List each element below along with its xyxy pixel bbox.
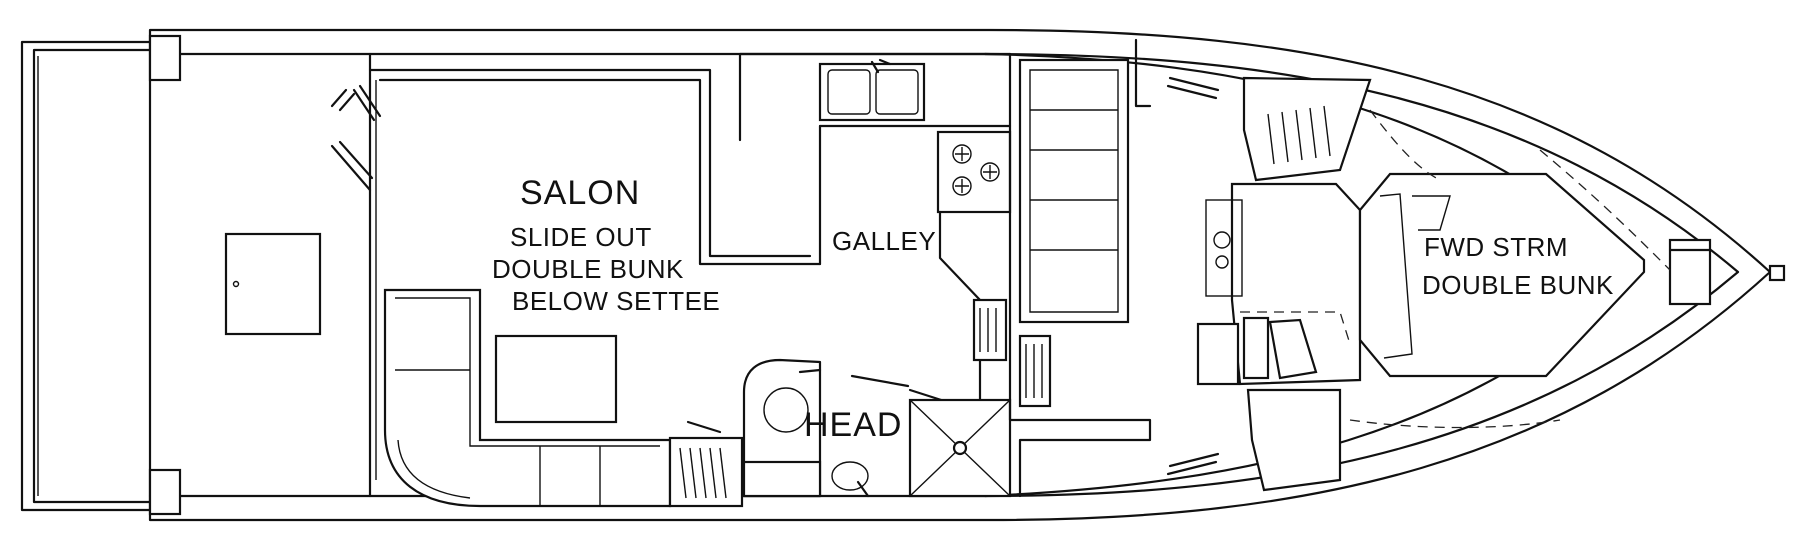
room-labels: SALON SLIDE OUT DOUBLE BUNK BELOW SETTEE… bbox=[492, 174, 1614, 444]
label-salon-note-3: BELOW SETTEE bbox=[512, 286, 720, 316]
label-salon: SALON bbox=[520, 174, 640, 212]
label-salon-note-2: DOUBLE BUNK bbox=[492, 254, 684, 284]
galley-sink bbox=[818, 62, 926, 122]
label-fwd-bunk: DOUBLE BUNK bbox=[1422, 270, 1614, 300]
head-area bbox=[742, 358, 1012, 498]
label-head: HEAD bbox=[804, 406, 902, 444]
galley-area bbox=[738, 52, 1052, 408]
galley-stove bbox=[936, 130, 1012, 214]
bow-cleat bbox=[1768, 264, 1786, 282]
label-fwd-stateroom: FWD STRM bbox=[1424, 232, 1568, 262]
aft-deck bbox=[20, 34, 322, 516]
head-sink bbox=[831, 461, 869, 491]
helm-area bbox=[1008, 38, 1372, 498]
fwd-stateroom bbox=[1349, 109, 1671, 429]
head-toilet bbox=[763, 387, 809, 433]
dinette-area bbox=[1018, 58, 1130, 324]
salon-table bbox=[494, 334, 618, 424]
salon-area bbox=[330, 52, 822, 508]
label-salon-note-1: SLIDE OUT bbox=[510, 222, 652, 252]
deck-hatch bbox=[224, 232, 322, 336]
label-galley: GALLEY bbox=[832, 226, 936, 256]
